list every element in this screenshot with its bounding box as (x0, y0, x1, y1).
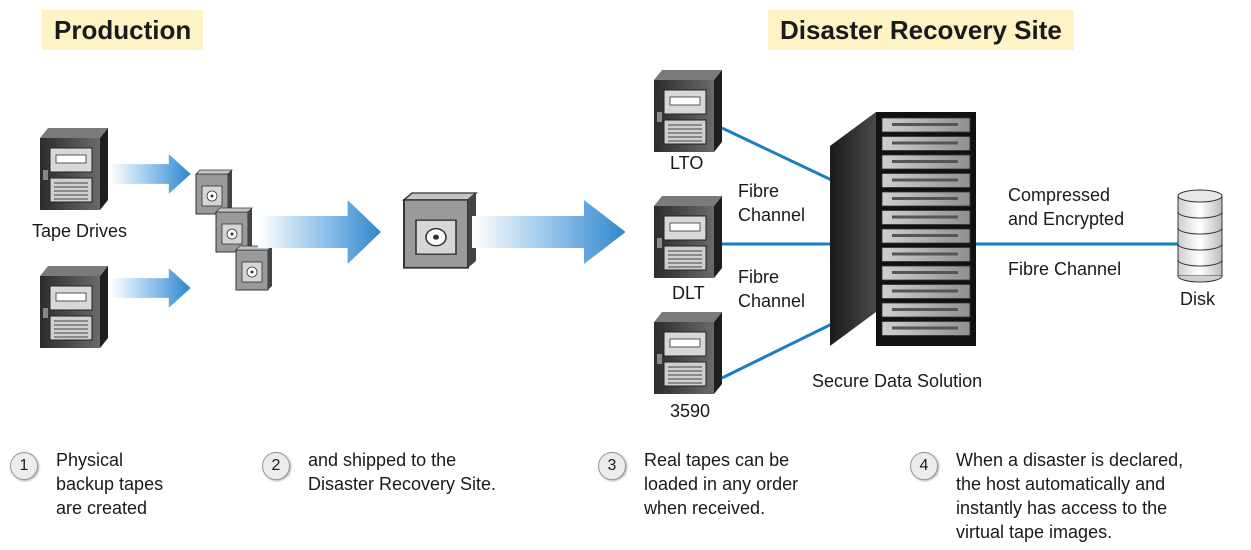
dr-site-header: Disaster Recovery Site (768, 10, 1074, 50)
disk-stack-icon (1177, 189, 1223, 283)
step-line: Real tapes can be (644, 450, 790, 470)
step-number: 3 (598, 452, 626, 480)
rack-slot-bezel (892, 123, 958, 126)
step-line: and shipped to the (308, 450, 457, 470)
compressed-label: and Encrypted (1008, 209, 1125, 229)
disk-label: Disk (1180, 289, 1215, 309)
drive-3590-label: 3590 (670, 401, 711, 421)
fibre-channel-top-label: Fibre (738, 181, 780, 201)
tape-drive-icon (653, 69, 723, 153)
step-line: Disaster Recovery Site. (308, 474, 497, 494)
lto-label: LTO (670, 153, 704, 173)
tape-drive-icon (653, 311, 723, 395)
dlt-label: DLT (672, 283, 705, 303)
rack-slot-bezel (892, 252, 958, 256)
step-text: Real tapes can be loaded in any order wh… (644, 448, 798, 520)
rack-slot-bezel (892, 308, 958, 311)
step-line: virtual tape images. (956, 522, 1113, 542)
rack-slot-bezel (892, 197, 958, 200)
step-number: 2 (262, 452, 290, 480)
arrow-icon (258, 200, 381, 264)
tape-cartridge-icon (195, 169, 233, 215)
rack-slot-bezel (892, 289, 958, 293)
step-number: 1 (10, 452, 38, 480)
step-line: When a disaster is declared, (956, 450, 1184, 470)
secure-data-solution-label: Secure Data Solution (812, 371, 983, 391)
tape-cartridge-icon (403, 192, 477, 269)
step-line: Physical (56, 450, 124, 470)
step-line: instantly has access to the (956, 498, 1168, 518)
step-line: loaded in any order (644, 474, 799, 494)
rack-slot-bezel (892, 141, 958, 145)
arrow-icon (472, 200, 626, 264)
server-rack-icon (830, 112, 976, 346)
rack-slot-bezel (892, 160, 958, 163)
rack-slot-bezel (892, 178, 958, 182)
step-line: are created (56, 498, 148, 518)
tape-drive-icon (39, 127, 109, 211)
step-line: when received. (644, 498, 766, 518)
step-text: Physical backup tapes are created (56, 448, 163, 520)
arrow-icon (110, 268, 191, 308)
step-number: 4 (910, 452, 938, 480)
tape-drive-icon (653, 195, 723, 279)
fibre-channel-mid-label: Fibre (738, 267, 780, 287)
step-text: and shipped to the Disaster Recovery Sit… (308, 448, 496, 496)
tape-drives-label: Tape Drives (32, 221, 128, 241)
compressed-label: Compressed (1008, 185, 1111, 205)
tape-drive-icon (39, 265, 109, 349)
rack-slot-bezel (892, 271, 958, 274)
tape-cartridge-icon (235, 245, 273, 291)
fibre-channel-mid-label: Channel (738, 291, 806, 311)
production-header: Production (42, 10, 204, 50)
fibre-channel-line (721, 126, 841, 186)
fibre-channel-line (721, 318, 841, 380)
fibre-channel-right-label: Fibre Channel (1008, 259, 1122, 279)
arrow-icon (110, 154, 191, 194)
rack-slot-bezel (892, 326, 958, 330)
rack-slot-bezel (892, 234, 958, 237)
step-line: backup tapes (56, 474, 164, 494)
tape-cartridge-icon (215, 207, 253, 253)
step-line: the host automatically and (956, 474, 1166, 494)
step-text: When a disaster is declared, the host au… (956, 448, 1183, 544)
fibre-channel-top-label: Channel (738, 205, 806, 225)
rack-slot-bezel (892, 215, 958, 219)
